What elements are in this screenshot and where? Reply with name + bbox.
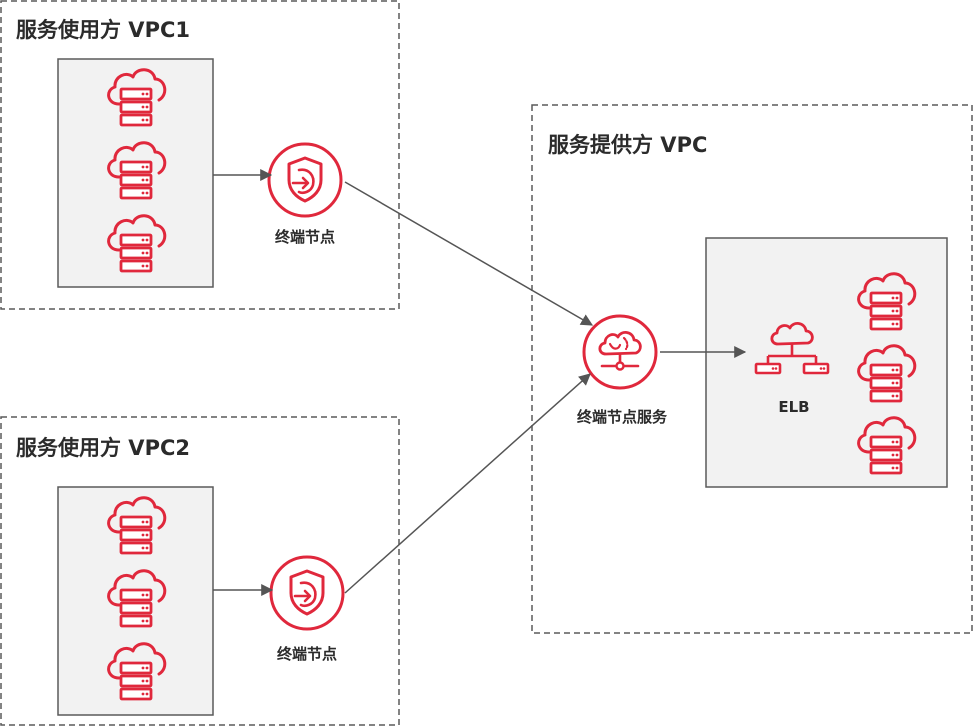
endpoint-shield-icon <box>267 142 343 218</box>
consumer-vpc2-boundary <box>0 416 400 726</box>
elb-label: ELB <box>778 398 810 416</box>
arrow-endpoint2-to-endpoint-service <box>344 373 591 594</box>
endpoint-service-icon <box>582 314 658 390</box>
consumer-vpc1-title: 服务使用方 VPC1 <box>16 18 190 42</box>
endpoint2-label: 终端节点 <box>276 645 338 663</box>
endpoint-shield-icon <box>269 555 345 631</box>
endpoint-service-label: 终端节点服务 <box>576 408 668 426</box>
endpoint1-label: 终端节点 <box>274 228 336 246</box>
provider-vpc-title: 服务提供方 VPC <box>548 133 708 157</box>
provider-vpc-boundary <box>531 104 973 634</box>
consumer-vpc1-boundary <box>0 0 400 310</box>
provider-backend-group <box>705 237 948 488</box>
consumer-vpc2-title: 服务使用方 VPC2 <box>16 436 190 460</box>
arrow-endpoint1-to-endpoint-service <box>344 181 594 326</box>
